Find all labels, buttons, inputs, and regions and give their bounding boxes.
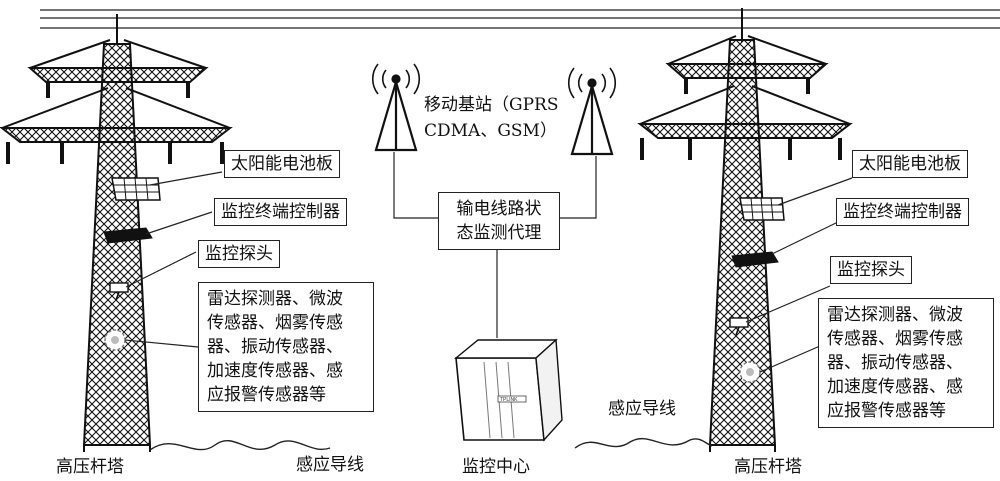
left-tower-label: 高压杆塔 — [56, 457, 124, 477]
right-transmission-tower — [637, 8, 853, 452]
left-camera-icon — [109, 282, 129, 301]
left-solar-panel-icon — [111, 177, 161, 201]
base-station-label-line2: CDMA、GSM） — [424, 121, 557, 141]
right-solar-panel-label: 太阳能电池板 — [852, 150, 968, 178]
server-brand-label: TPLINK — [500, 397, 518, 403]
right-sensors-line-5: 应报警传感器等 — [827, 401, 946, 421]
right-sensor-icon — [739, 361, 761, 383]
right-tower-label: 高压杆塔 — [734, 457, 802, 477]
right-leader-lines — [745, 177, 853, 373]
left-probe-label: 监控探头 — [198, 240, 280, 268]
overhead-power-lines — [40, 9, 1000, 29]
right-controller-label: 监控终端控制器 — [836, 198, 969, 226]
left-solar-panel-label: 太阳能电池板 — [224, 150, 340, 178]
left-sensor-icon — [104, 329, 126, 351]
right-solar-panel-icon — [739, 197, 785, 221]
right-sensors-box: 雷达探测器、微波 传感器、烟雾传感 器、振动传感器、 加速度传感器、感 应报警传… — [818, 298, 994, 428]
right-probe-label: 监控探头 — [830, 256, 912, 284]
agent-line-1: 输电线路状 — [456, 199, 542, 219]
left-tower-insulators — [6, 82, 224, 164]
cell-tower-left-icon — [371, 63, 421, 152]
monitoring-agent-box: 输电线路状 态监测代理 — [438, 192, 560, 250]
monitor-center-label: 监控中心 — [462, 457, 530, 477]
right-induction-wire-label: 感应导线 — [608, 399, 676, 419]
right-sensors-line-3: 器、振动传感器、 — [827, 353, 963, 373]
right-camera-icon — [729, 317, 749, 336]
left-controller-icon — [103, 227, 153, 244]
right-tower-insulators — [640, 78, 842, 160]
base-station-label-line1: 移动基站（GPRS — [424, 95, 559, 115]
left-sensors-line-5: 应报警传感器等 — [207, 385, 326, 405]
left-sensors-line-3: 器、振动传感器、 — [207, 337, 343, 357]
agent-line-2: 态监测代理 — [456, 223, 542, 243]
right-controller-icon — [731, 251, 779, 268]
left-sensors-line-1: 雷达探测器、微波 — [207, 289, 343, 309]
left-controller-label: 监控终端控制器 — [214, 198, 347, 226]
left-leader-lines — [124, 171, 223, 348]
right-sensors-line-1: 雷达探测器、微波 — [827, 305, 963, 325]
left-transmission-tower — [0, 14, 233, 452]
left-sensors-line-2: 传感器、烟雾传感 — [207, 313, 343, 333]
left-sensors-box: 雷达探测器、微波 传感器、烟雾传感 器、振动传感器、 加速度传感器、感 应报警传… — [198, 282, 374, 412]
cell-tower-right-icon — [567, 67, 617, 156]
left-induction-wire-label: 感应导线 — [296, 455, 364, 475]
right-sensors-line-4: 加速度传感器、感 — [827, 377, 963, 397]
left-sensors-line-4: 加速度传感器、感 — [207, 361, 343, 381]
right-sensors-line-2: 传感器、烟雾传感 — [827, 329, 963, 349]
network-connectors — [393, 152, 597, 338]
induction-wires — [149, 437, 713, 451]
server-icon — [454, 338, 563, 442]
